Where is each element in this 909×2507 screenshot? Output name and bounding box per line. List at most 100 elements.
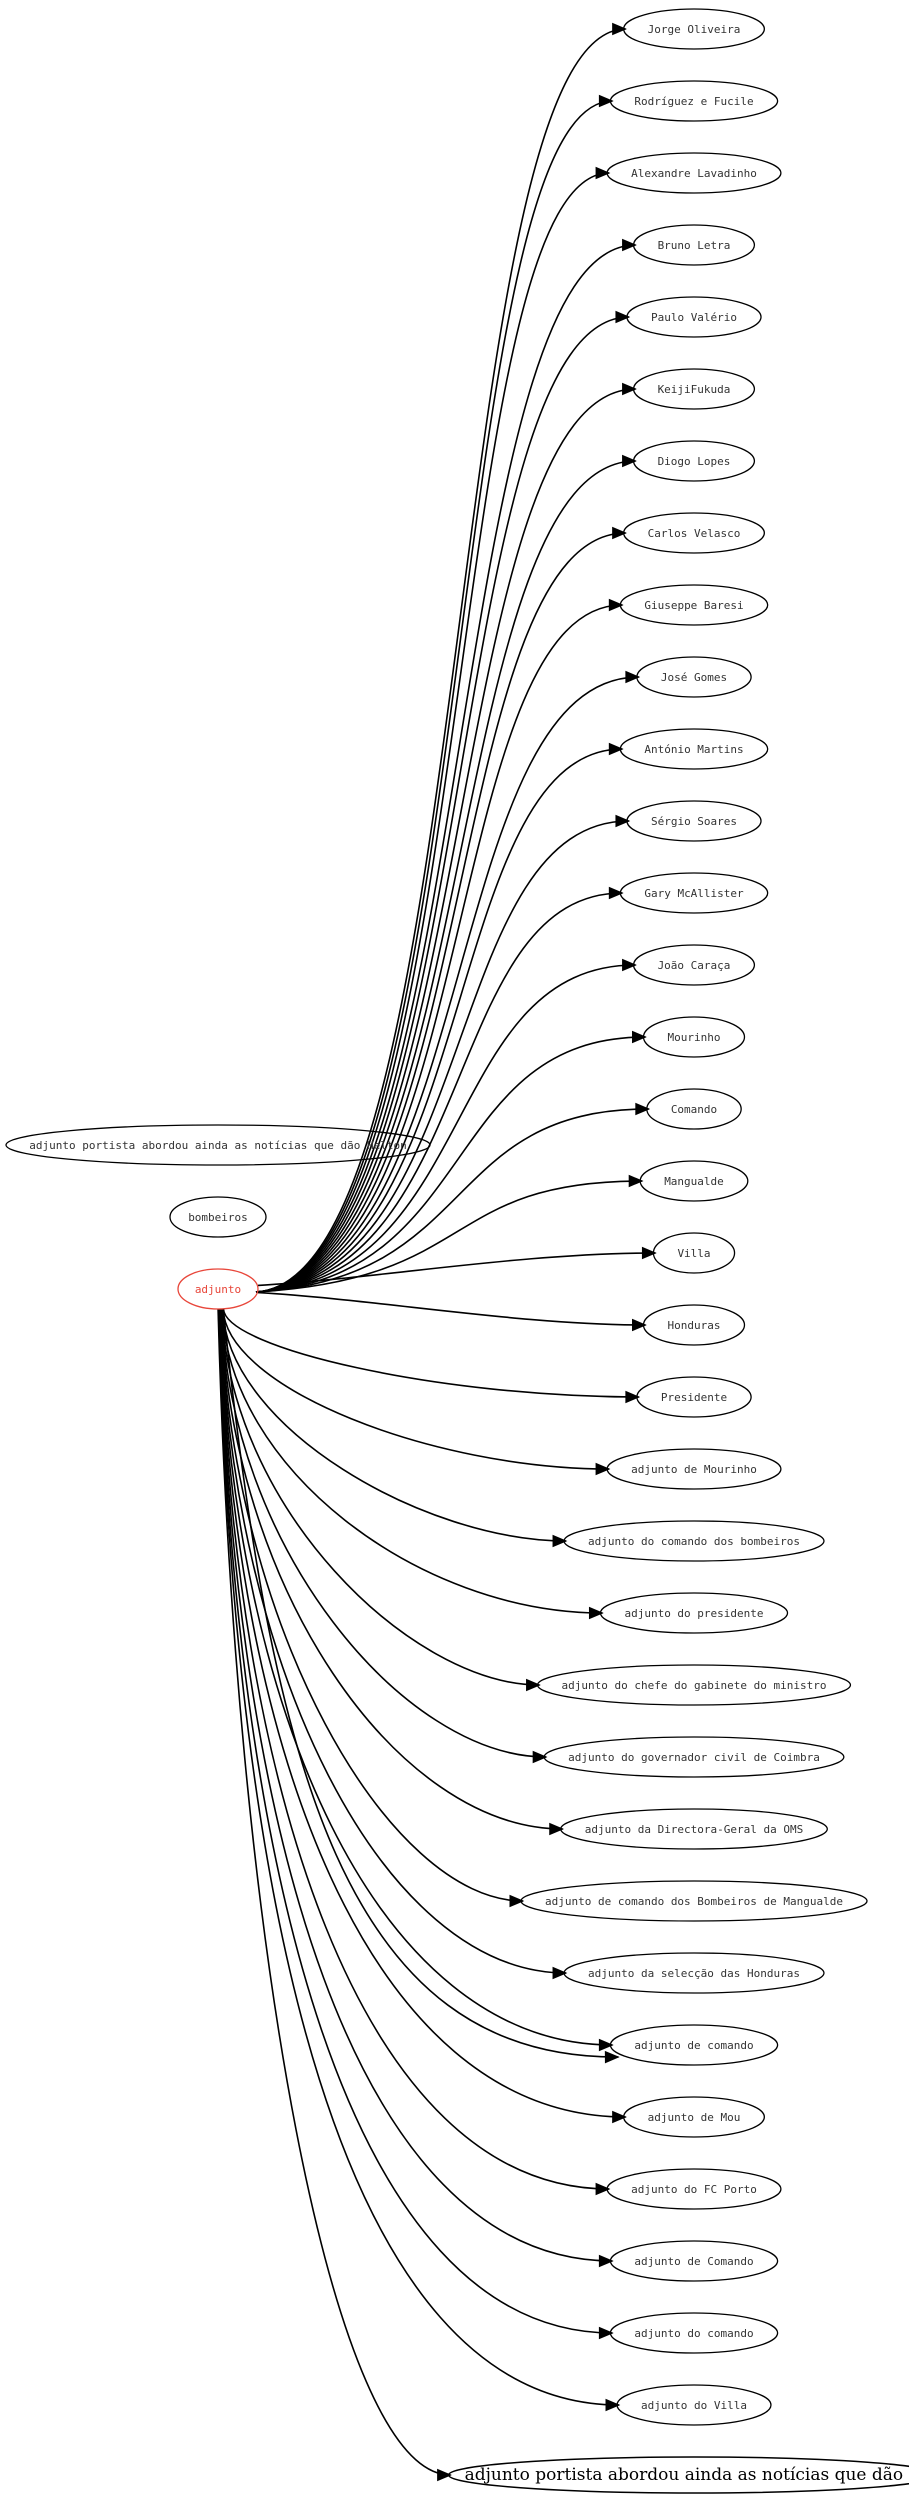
arrowhead [608, 742, 624, 756]
node-adjunto-da-seleccao-das-honduras[interactable]: adjunto da selecção das Honduras [563, 1952, 825, 1994]
edge-root-to-adjunto-do-villa [217, 1308, 620, 2406]
edge-root-to-presidente [222, 1308, 639, 1398]
node-sergio-soares-label: Sérgio Soares [651, 815, 737, 828]
edge-root-to-rodriguez-e-fucile [255, 100, 613, 1293]
arrowhead [532, 1750, 548, 1764]
edge-root-to-adjunto-de-comando-dos-bombeiros-de-mangualde [220, 1308, 523, 1902]
node-sergio-soares[interactable]: Sérgio Soares [626, 800, 762, 842]
node-adjunto-do-chefe-do-gabinete-do-ministro[interactable]: adjunto do chefe do gabinete do ministro [536, 1664, 852, 1706]
node-mourinho-shape [642, 1016, 746, 1058]
node-adjunto-do-presidente-label: adjunto do presidente [624, 1607, 763, 1620]
node-villa[interactable]: Villa [652, 1232, 736, 1274]
node-giuseppe-baresi[interactable]: Giuseppe Baresi [619, 584, 769, 626]
edge-root-to-jorge-oliveira [255, 28, 626, 1293]
node-adjunto-de-comando[interactable]: adjunto de comando [609, 2024, 779, 2066]
edge-root-to-carlos-velasco [255, 532, 626, 1293]
node-isolated-bombeiros-shape [169, 1196, 267, 1238]
node-alexandre-lavadinho[interactable]: Alexandre Lavadinho [606, 152, 782, 194]
node-honduras[interactable]: Honduras [642, 1304, 746, 1346]
node-adjunto-de-mourinho[interactable]: adjunto de Mourinho [606, 1448, 782, 1490]
edge-root-to-joao-caraca [255, 964, 636, 1293]
node-rodriguez-e-fucile-label: Rodríguez e Fucile [634, 95, 753, 108]
node-jorge-oliveira[interactable]: Jorge Oliveira [622, 8, 766, 50]
node-adjunto-do-villa[interactable]: adjunto do Villa [616, 2384, 772, 2426]
node-root[interactable]: adjunto [177, 1268, 259, 1310]
node-adjunto-da-directora-geral-da-oms[interactable]: adjunto da Directora-Geral da OMS [560, 1808, 828, 1850]
node-isolated-helton-shape [5, 1124, 431, 1166]
node-isolated-helton[interactable]: adjunto portista abordou ainda as notíci… [5, 1124, 431, 1166]
node-jorge-oliveira-label: Jorge Oliveira [648, 23, 741, 36]
node-root-shape [177, 1268, 259, 1310]
edge-root-to-adjunto-do-presidente [221, 1308, 603, 1614]
edge-root-to-comando [255, 1108, 649, 1293]
node-jose-gomes-label: José Gomes [661, 671, 727, 684]
node-jose-gomes[interactable]: José Gomes [636, 656, 752, 698]
arrowhead [612, 22, 627, 36]
node-jose-gomes-shape [636, 656, 752, 698]
arrowhead [622, 238, 637, 252]
node-adjunto-do-villa-shape [616, 2384, 772, 2426]
node-presidente[interactable]: Presidente [636, 1376, 752, 1418]
node-adjunto-do-comando-dos-bombeiros-label: adjunto do comando dos bombeiros [588, 1535, 800, 1548]
node-alexandre-lavadinho-shape [606, 152, 782, 194]
node-keijifukuda-shape [632, 368, 756, 410]
node-adjunto-do-governador-civil-de-coimbra[interactable]: adjunto do governador civil de Coimbra [543, 1736, 845, 1778]
node-diogo-lopes[interactable]: Diogo Lopes [632, 440, 756, 482]
edge-root-to-adjunto-da-seleccao-das-honduras [219, 1308, 567, 1974]
node-adjunto-de-comando-shape [609, 2240, 779, 2282]
arrowhead [588, 1606, 604, 1620]
node-adjunto-do-villa-label: adjunto do Villa [641, 2399, 747, 2412]
arrowhead [615, 310, 631, 324]
node-adjunto-de-mou[interactable]: adjunto de Mou [622, 2096, 766, 2138]
node-adjunto-de-comando-dos-bombeiros-de-mangualde[interactable]: adjunto de comando dos Bombeiros de Mang… [520, 1880, 868, 1922]
node-mangualde[interactable]: Mangualde [639, 1160, 749, 1202]
arrowhead [598, 2038, 614, 2052]
arrowhead [552, 1534, 568, 1548]
edge-root-to-mangualde [255, 1180, 643, 1293]
node-gary-mcallister[interactable]: Gary McAllister [619, 872, 769, 914]
node-carlos-velasco-label: Carlos Velasco [648, 527, 741, 540]
node-comando-label: Comando [671, 1103, 717, 1116]
arrowhead [632, 1030, 647, 1044]
node-paulo-valerio[interactable]: Paulo Valério [626, 296, 762, 338]
node-bruno-letra-shape [632, 224, 756, 266]
node-comando[interactable]: Comando [646, 1088, 742, 1130]
edge-root-to-antonio-martins [255, 748, 623, 1293]
node-mourinho[interactable]: Mourinho [642, 1016, 746, 1058]
node-giuseppe-baresi-label: Giuseppe Baresi [644, 599, 743, 612]
node-antonio-martins[interactable]: António Martins [619, 728, 769, 770]
edge-root-to-adjunto-do-comando-dos-bombeiros [221, 1308, 567, 1542]
arrowhead [604, 2050, 620, 2064]
node-adjunto-do-chefe-do-gabinete-do-ministro-label: adjunto do chefe do gabinete do ministro [562, 1679, 827, 1692]
node-adjunto-do-comando-dos-bombeiros[interactable]: adjunto do comando dos bombeiros [563, 1520, 825, 1562]
arrowhead [598, 2254, 614, 2268]
arrowhead [622, 454, 637, 468]
node-giuseppe-baresi-shape [619, 584, 769, 626]
node-adjunto-do-presidente[interactable]: adjunto do presidente [599, 1592, 789, 1634]
edge-root-to-adjunto-de-comando [218, 1308, 613, 2262]
node-bruno-letra[interactable]: Bruno Letra [632, 224, 756, 266]
node-adjunto-portista-abordou-ainda-as-noticias-que-dao-h[interactable]: adjunto portista abordou ainda as notíci… [447, 2456, 909, 2494]
node-isolated-bombeiros-label: bombeiros [188, 1211, 248, 1224]
node-rodriguez-e-fucile[interactable]: Rodríguez e Fucile [609, 80, 779, 122]
node-isolated-bombeiros[interactable]: bombeiros [169, 1196, 267, 1238]
arrowhead [625, 670, 641, 684]
node-antonio-martins-label: António Martins [644, 743, 743, 756]
node-joao-caraca-shape [632, 944, 756, 986]
edge-root-to-adjunto-de-comando [219, 1308, 613, 2046]
node-bruno-letra-label: Bruno Letra [658, 239, 731, 252]
node-adjunto-do-chefe-do-gabinete-do-ministro-shape [536, 1664, 852, 1706]
arrowhead [595, 1462, 611, 1476]
node-adjunto-de-comando-dos-bombeiros-de-mangualde-label: adjunto de comando dos Bombeiros de Mang… [545, 1895, 843, 1908]
node-adjunto-do-comando[interactable]: adjunto do comando [609, 2312, 779, 2354]
node-adjunto-de-mourinho-shape [606, 1448, 782, 1490]
arrowhead [615, 814, 631, 828]
node-joao-caraca[interactable]: João Caraça [632, 944, 756, 986]
node-adjunto-de-comando-label: adjunto de comando [634, 2039, 753, 2052]
node-keijifukuda[interactable]: KeijiFukuda [632, 368, 756, 410]
node-carlos-velasco[interactable]: Carlos Velasco [622, 512, 766, 554]
node-adjunto-do-fc-porto[interactable]: adjunto do FC Porto [606, 2168, 782, 2210]
node-adjunto-de-comando[interactable]: adjunto de Comando [609, 2240, 779, 2282]
node-mangualde-shape [639, 1160, 749, 1202]
